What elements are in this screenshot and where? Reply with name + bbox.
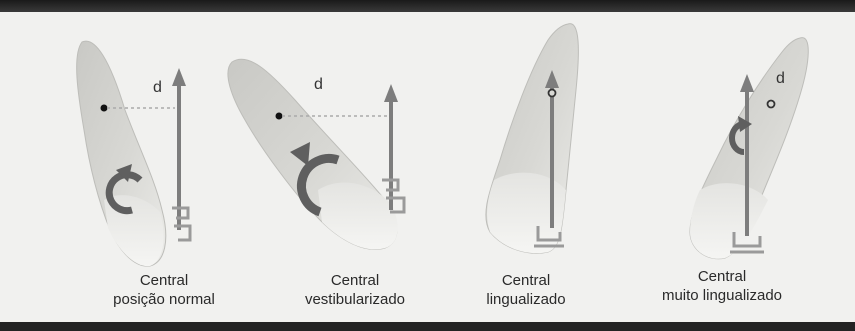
caption-2-line-2: vestibularizado bbox=[288, 290, 422, 309]
caption-panel-3: Central lingualizado bbox=[476, 271, 576, 309]
force-arrowhead-1 bbox=[172, 68, 186, 86]
caption-2-line-1: Central bbox=[288, 271, 422, 290]
force-arrowhead-2 bbox=[384, 84, 398, 102]
panel-3-lingual bbox=[486, 24, 579, 254]
panel-4-very-lingual bbox=[690, 38, 808, 259]
force-arrowhead-4 bbox=[740, 74, 754, 92]
distance-label-1: d bbox=[153, 80, 162, 96]
caption-panel-4: Central muito lingualizado bbox=[632, 267, 812, 305]
caption-3-line-2: lingualizado bbox=[476, 290, 576, 309]
center-of-resistance-2 bbox=[276, 113, 283, 120]
caption-panel-2: Central vestibularizado bbox=[288, 271, 422, 309]
bottom-border bbox=[0, 322, 855, 331]
distance-label-2: d bbox=[314, 77, 323, 93]
center-of-resistance-1 bbox=[101, 105, 108, 112]
caption-panel-1: Central posição normal bbox=[104, 271, 224, 309]
caption-4-line-1: Central bbox=[632, 267, 812, 286]
caption-1-line-2: posição normal bbox=[104, 290, 224, 309]
caption-1-line-1: Central bbox=[104, 271, 224, 290]
distance-label-4: d bbox=[776, 71, 785, 87]
caption-3-line-1: Central bbox=[476, 271, 576, 290]
center-of-resistance-3 bbox=[549, 90, 556, 97]
caption-4-line-2: muito lingualizado bbox=[632, 286, 812, 305]
center-of-resistance-4 bbox=[768, 101, 775, 108]
panel-1-normal-position bbox=[77, 41, 190, 266]
crown-2 bbox=[318, 183, 398, 250]
